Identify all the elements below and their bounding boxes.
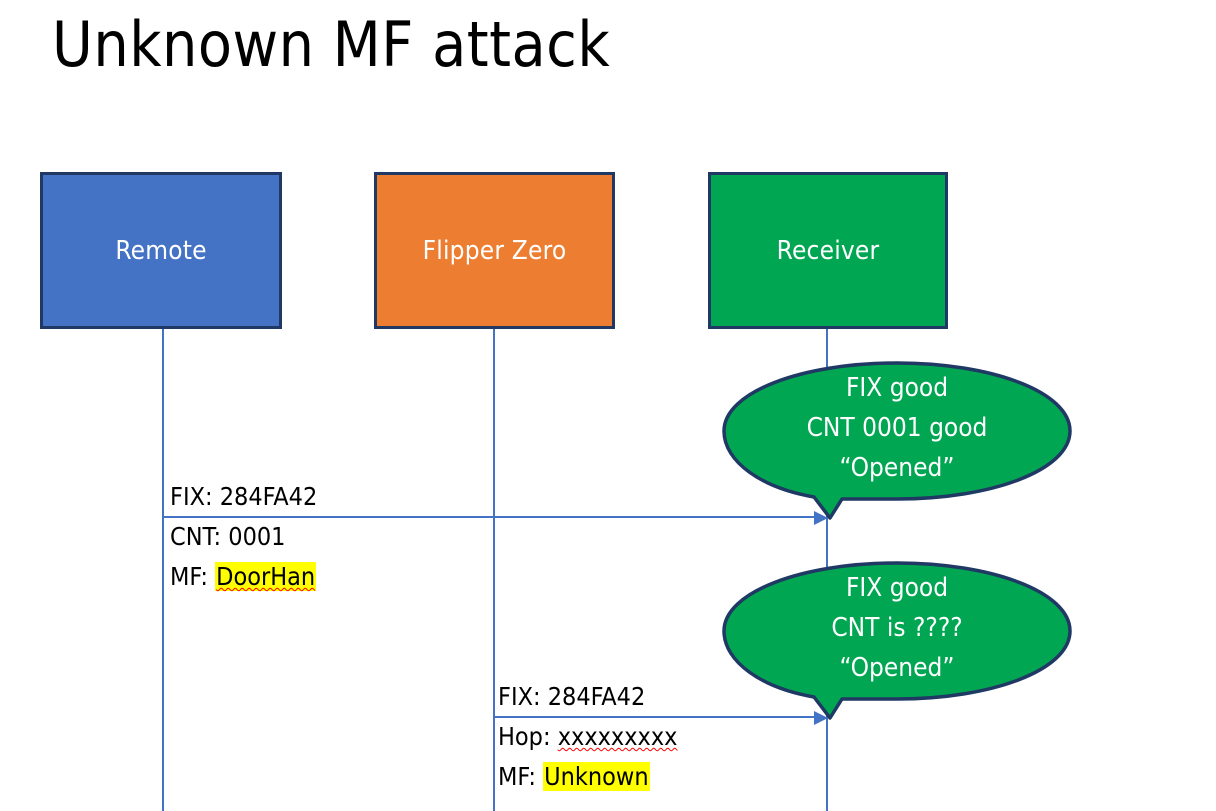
actor-box-receiver[interactable]: Receiver (708, 172, 948, 329)
callout-shape (722, 361, 1072, 520)
message-arrow-remote-to-receiver (163, 516, 818, 518)
message-arrow-flipper-to-receiver (494, 716, 818, 718)
arrowhead-icon (814, 511, 828, 525)
actor-box-remote[interactable]: Remote (40, 172, 282, 329)
message-line-value: 284FA42 (547, 682, 646, 711)
message-line-value: 284FA42 (219, 482, 318, 511)
message-line-label: CNT: (170, 522, 222, 551)
message-line-value: xxxxxxxxx (557, 722, 678, 751)
message-line-value-highlighted: Unknown (543, 762, 650, 791)
message-line-label: FIX: (498, 682, 541, 711)
message-line-label: FIX: (170, 482, 213, 511)
message-line: MF: DoorHan (170, 557, 317, 597)
message-line-label: Hop: (498, 722, 551, 751)
message-line: MF: Unknown (498, 757, 677, 797)
message-line-value-highlighted: DoorHan (215, 562, 317, 591)
message-line-label: MF: (170, 562, 208, 591)
callout-shape (722, 561, 1072, 720)
actor-box-flipper-zero[interactable]: Flipper Zero (374, 172, 615, 329)
message-line-label: MF: (498, 762, 536, 791)
message-label-flipper-to-receiver: FIX: 284FA42 Hop: xxxxxxxxx MF: Unknown (498, 677, 677, 797)
lifeline-flipper-zero (493, 329, 495, 811)
callout-bubble-receiver-first[interactable]: FIX good CNT 0001 good “Opened” (722, 361, 1072, 521)
callout-bubble-receiver-second[interactable]: FIX good CNT is ???? “Opened” (722, 561, 1072, 721)
message-line: CNT: 0001 (170, 517, 317, 557)
lifeline-remote (162, 329, 164, 811)
message-label-remote-to-receiver: FIX: 284FA42 CNT: 0001 MF: DoorHan (170, 477, 317, 597)
arrowhead-icon (814, 711, 828, 725)
actor-label-receiver: Receiver (776, 235, 880, 266)
message-line: FIX: 284FA42 (170, 477, 317, 517)
message-line: FIX: 284FA42 (498, 677, 677, 717)
page-title: Unknown MF attack (52, 8, 611, 81)
message-line: Hop: xxxxxxxxx (498, 717, 677, 757)
actor-label-remote: Remote (115, 235, 207, 266)
actor-label-flipper-zero: Flipper Zero (422, 235, 567, 266)
message-line-value: 0001 (228, 522, 286, 551)
